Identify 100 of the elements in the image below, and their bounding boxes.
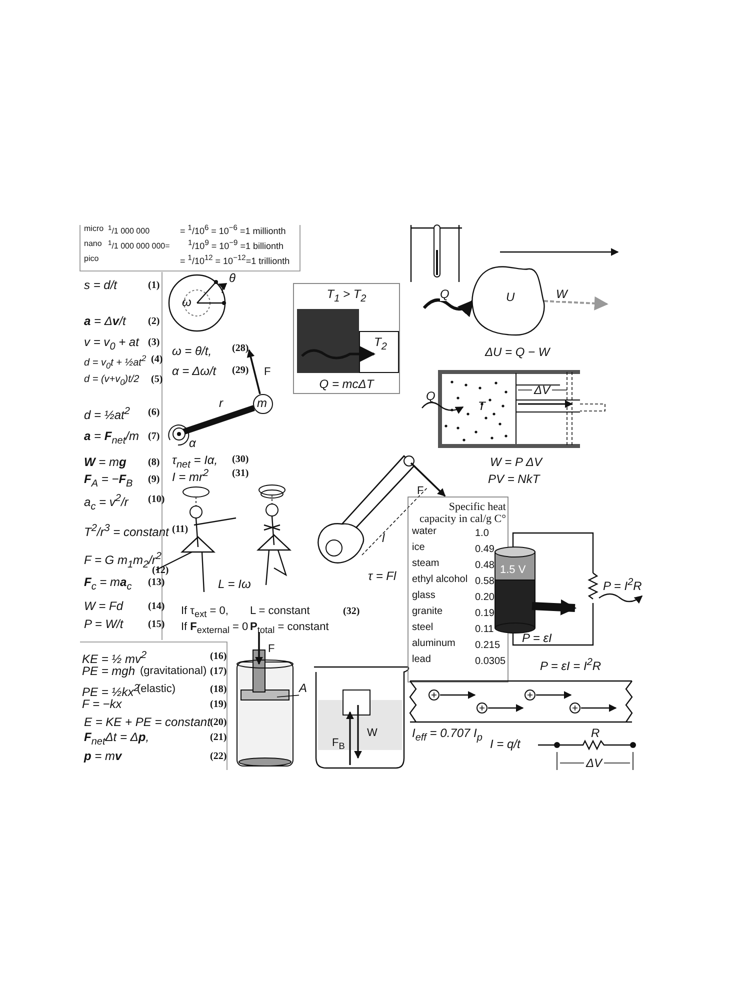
cold-block: [359, 331, 399, 373]
edge-label: W: [556, 288, 568, 302]
equation: ω = θ/t,: [172, 345, 212, 358]
equation: L = constant: [250, 605, 310, 618]
equation-number: (13): [148, 577, 165, 588]
equation: ΔU = Q − W: [485, 346, 550, 360]
table-cell: 0.19: [475, 608, 494, 619]
symbol-label: U: [506, 291, 515, 304]
symbol-label: l: [382, 532, 385, 546]
table-cell: 0.20: [475, 592, 494, 603]
table-cell: $^{1}$/1 000 000 000=: [108, 240, 170, 252]
equation-number: (32): [343, 606, 360, 617]
equation-number: (11): [172, 524, 188, 535]
table-cell: $^{1}$/1 000 000: [108, 225, 150, 236]
table-cell: steam: [412, 558, 440, 569]
table-cell: ice: [412, 542, 425, 553]
voltage-label: 1.5 V: [500, 564, 526, 576]
equation: a = F$_{net}$/m: [84, 430, 139, 446]
equation-number: (15): [148, 619, 165, 630]
equation: I = q/t: [490, 738, 520, 752]
equation-number: (16): [210, 651, 227, 662]
table-cell: $^{1}$/10$^{9}$ = 10$^{−9}$ =1 billionth: [188, 239, 284, 252]
equation-number: (5): [151, 374, 163, 385]
symbol-label: F$_{B}$: [332, 737, 345, 752]
equation: PV = NkT: [488, 473, 540, 486]
equation: W = mg: [84, 456, 126, 470]
equation: a = Δv/t: [84, 315, 126, 328]
equation: F$_{c}$ = ma$_{c}$: [84, 576, 132, 592]
symbol-label: θ: [229, 272, 236, 286]
equation: I$_{eff}$ = 0.707 I$_{p}$: [412, 727, 482, 744]
table-cell: 0.215: [475, 640, 500, 651]
equation-number: (21): [210, 732, 227, 743]
equation-number: (6): [148, 407, 160, 418]
equation-number: (2): [148, 316, 160, 327]
mass-circle: m: [253, 394, 273, 414]
equation-number: (1): [148, 280, 160, 291]
symbol-label: T$_{2}$: [374, 336, 387, 352]
equation: W = P ΔV: [490, 456, 542, 470]
equation: P = I$^{2}$R: [603, 577, 642, 594]
heat-box: [293, 283, 400, 394]
equation: F$_{net}$Δt = Δp,: [84, 731, 150, 748]
note: (elastic): [137, 683, 176, 696]
equation: T$_{1}$ > T$_{2}$: [326, 288, 368, 304]
equation: v = v$_{0}$ + at: [84, 336, 139, 352]
table-cell: 0.11: [475, 624, 494, 635]
symbol-label: F: [268, 643, 275, 656]
symbol-label: α: [189, 437, 196, 450]
equation: a$_{c}$ = v$^{2}$/r: [84, 493, 128, 512]
equation: τ = Fl: [368, 570, 396, 584]
equation-number: (4): [151, 354, 163, 365]
equation: T$^{2}$/r$^{3}$ = constant: [84, 523, 169, 540]
table-cell: aluminum: [412, 638, 456, 649]
part-label: A: [299, 682, 308, 696]
symbol-label: ω: [182, 296, 192, 310]
table-cell: 0.0305: [475, 656, 506, 667]
equation-number: (7): [148, 431, 160, 442]
table-cell: = $^{1}$/10$^{12}$ = 10$^{−12}$=1 trillionth: [180, 254, 290, 267]
equation: E = KE + PE = constant: [84, 716, 210, 730]
equation-number: (31): [232, 468, 249, 479]
equation-number: (14): [148, 601, 165, 612]
symbol-label: Q: [426, 390, 436, 404]
table-cell: nano: [84, 240, 102, 249]
equation: If τ$_{ext}$ = 0,: [181, 605, 228, 620]
equation-number: (28): [232, 343, 249, 354]
table-cell: lead: [412, 654, 431, 665]
table-cell: 1.0: [475, 528, 489, 539]
equation-number: (30): [232, 454, 249, 465]
table-cell: glass: [412, 590, 436, 601]
equation: P = εI = I$^{2}$R: [540, 657, 602, 674]
equation-number: (12): [152, 565, 169, 576]
equation-number: (10): [148, 494, 165, 505]
equation-number: (3): [148, 337, 160, 348]
table-cell: 0.58: [475, 576, 494, 587]
table-cell: pico: [84, 255, 99, 264]
equation-number: (8): [148, 457, 160, 468]
equation: α = Δω/t: [172, 365, 216, 378]
table-cell: ethyl alcohol: [412, 574, 468, 585]
equation: PE = mgh: [82, 665, 136, 678]
equation: F$_{A}$ = −F$_{B}$: [84, 473, 133, 490]
equation-number: (29): [232, 365, 249, 376]
symbol-label: F: [264, 366, 271, 378]
equation: s = d/t: [84, 279, 118, 292]
equation: p = mv: [84, 750, 122, 764]
note: (gravitational): [140, 665, 207, 678]
table-cell: water: [412, 526, 436, 537]
table-cell: 0.49: [475, 544, 494, 555]
table-cell: granite: [412, 606, 443, 617]
equation: P = W/t: [84, 618, 124, 632]
equation: Q = mcΔT: [318, 378, 376, 392]
equation: KE = ½ mv$^{2}$: [82, 650, 147, 666]
table-heading: Specific heat capacity in cal/g C°: [418, 501, 506, 526]
equation: L = Iω: [218, 578, 251, 592]
equation: P = εI: [522, 632, 552, 646]
symbol-label: ΔV: [534, 384, 550, 398]
equation: I = mr$^{2}$: [172, 468, 209, 484]
equation: P$_{total}$ = constant: [250, 621, 329, 636]
equation-number: (19): [210, 699, 227, 710]
equation: d = ½at$^{2}$: [84, 406, 130, 422]
equation: τ$_{net}$ = Iα,: [172, 454, 218, 470]
table-cell: micro: [84, 225, 104, 234]
